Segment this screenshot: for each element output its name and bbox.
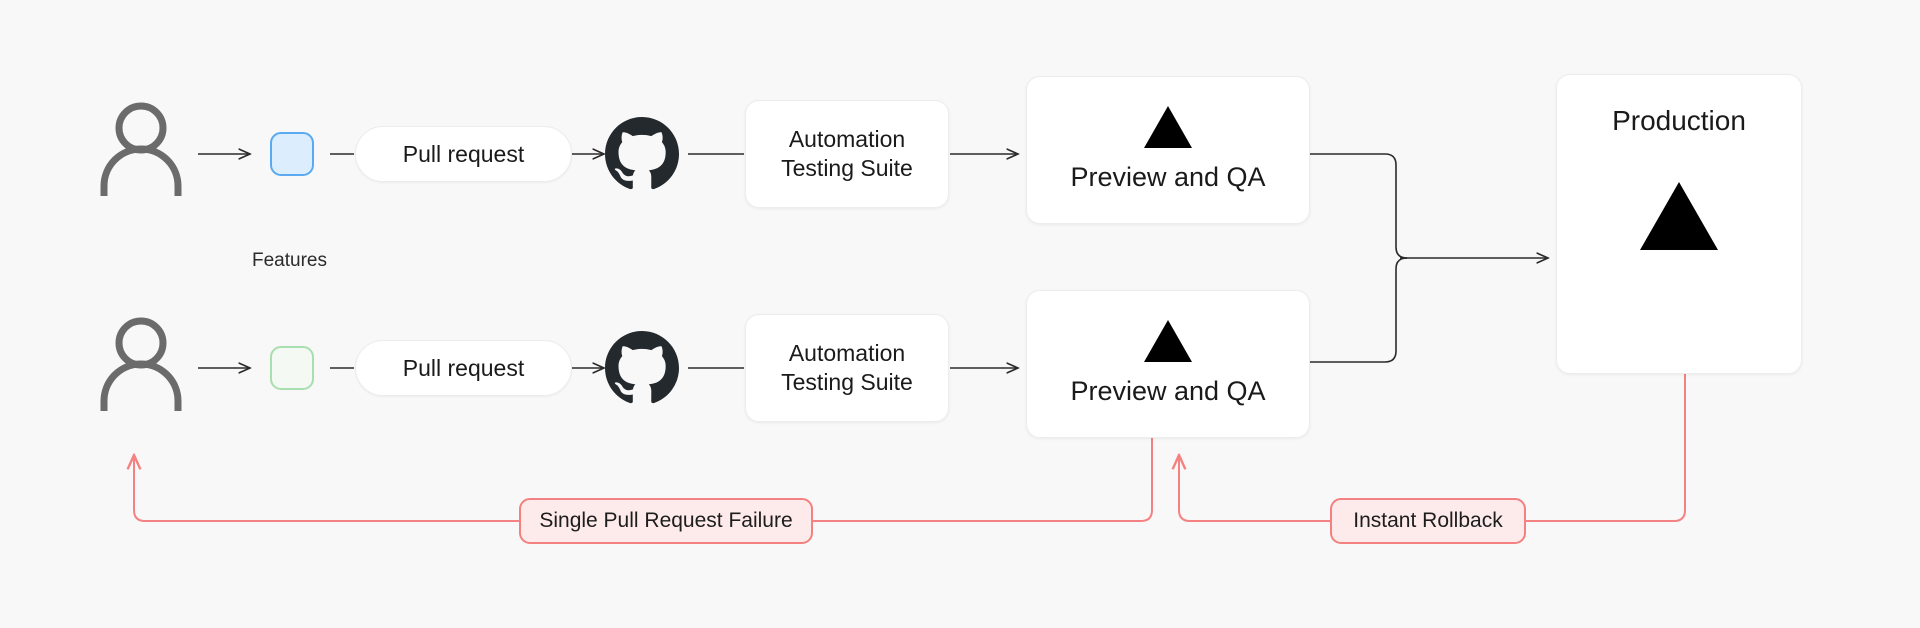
preview-and-qa-card-bottom[interactable]: Preview and QA [1026,290,1310,438]
person-icon-top [98,100,184,200]
automation-label-bottom: Automation Testing Suite [781,340,913,395]
instant-rollback-badge: Instant Rollback [1330,498,1526,544]
pull-request-pill-bottom[interactable]: Pull request [355,340,572,396]
vercel-triangle-icon-production [1640,182,1718,255]
github-icon-bottom [605,331,679,405]
preview-label-top: Preview and QA [1070,161,1266,192]
features-caption: Features [252,250,327,271]
single-pull-request-failure-badge: Single Pull Request Failure [519,498,813,544]
preview-and-qa-card-top[interactable]: Preview and QA [1026,76,1310,224]
wire-bottom-preview-to-production [1310,257,1408,363]
pull-request-label-top: Pull request [402,140,525,167]
automation-testing-suite-card-top: Automation Testing Suite [745,100,949,208]
github-icon-top [605,117,679,191]
wire-top-preview-to-production [1310,153,1408,259]
pull-request-label-bottom: Pull request [402,354,525,381]
feature-chip-green[interactable] [270,346,314,390]
preview-label-bottom: Preview and QA [1070,375,1266,406]
automation-label-top: Automation Testing Suite [781,126,913,181]
feature-chip-blue[interactable] [270,132,314,176]
rollback-label: Instant Rollback [1353,509,1503,532]
vercel-triangle-icon-bottom [1144,319,1192,367]
vercel-triangle-icon-top [1144,105,1192,153]
pull-request-pill-top[interactable]: Pull request [355,126,572,182]
production-label: Production [1612,105,1746,136]
automation-testing-suite-card-bottom: Automation Testing Suite [745,314,949,422]
production-card[interactable]: Production [1556,74,1802,374]
failure-label: Single Pull Request Failure [539,509,793,532]
person-icon-bottom [98,315,184,415]
